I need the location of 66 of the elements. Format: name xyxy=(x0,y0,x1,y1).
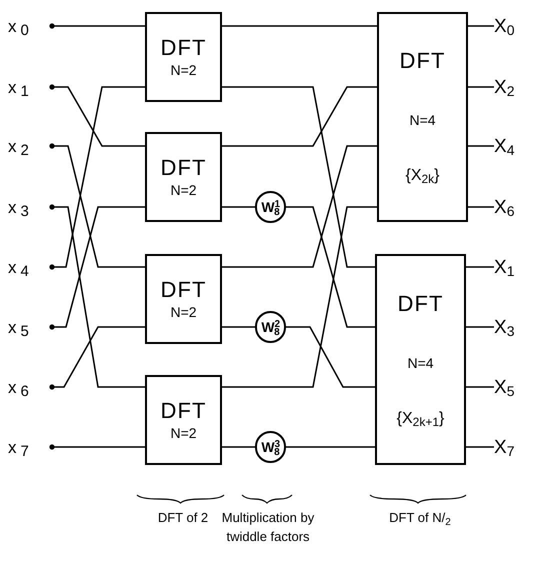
block-size: N=4 xyxy=(409,112,436,127)
dft-block xyxy=(145,254,222,344)
bracket-caption: DFT of 2 xyxy=(156,509,210,527)
input-label: x$_{2}$ xyxy=(8,138,29,154)
signal-line xyxy=(49,206,145,330)
signal-line xyxy=(222,326,255,328)
bracket-caption: DFT of N/$_{2}$ xyxy=(388,509,452,527)
signal-line xyxy=(222,206,255,208)
block-size: N=2 xyxy=(170,183,197,197)
signal-line xyxy=(222,86,375,268)
signal-line xyxy=(222,446,255,448)
output-label: X$_{1}$ xyxy=(494,258,514,276)
signal-line xyxy=(222,145,377,268)
output-label: X$_{6}$ xyxy=(494,198,514,216)
signal-line xyxy=(49,23,145,29)
output-label: X$_{2}$ xyxy=(494,78,514,96)
block-title: DFT xyxy=(397,292,444,314)
signal-line xyxy=(222,86,377,147)
input-label: x$_{3}$ xyxy=(8,198,29,216)
signal-line xyxy=(222,25,377,27)
bracket-caption: Multiplication by twiddle factors xyxy=(220,509,316,546)
output-label: X$_{4}$ xyxy=(494,136,514,156)
dft-block xyxy=(145,12,222,102)
signal-line xyxy=(286,446,375,448)
signal-line xyxy=(466,326,494,328)
signal-line xyxy=(49,326,145,390)
block-size: N=2 xyxy=(170,63,197,77)
signal-line xyxy=(222,206,377,388)
input-label: x$_{1}$ xyxy=(8,78,29,96)
signal-line xyxy=(49,143,145,268)
input-label: x$_{4}$ xyxy=(8,258,29,276)
signal-line xyxy=(468,25,494,27)
output-label: X$_{0}$ xyxy=(494,16,514,36)
dft-block xyxy=(145,375,222,465)
input-label: x$_{6}$ xyxy=(8,378,29,396)
signal-line xyxy=(468,145,494,147)
signal-line xyxy=(468,86,494,88)
signal-line xyxy=(468,206,494,208)
signal-line xyxy=(466,446,494,448)
block-size: N=4 xyxy=(407,356,434,370)
block-size: N=2 xyxy=(170,305,197,319)
input-label: x$_{0}$ xyxy=(8,18,29,34)
block-output-set: {X$_{2k}$} xyxy=(405,168,440,184)
input-label: x$_{5}$ xyxy=(8,318,29,336)
signal-line xyxy=(49,84,145,147)
output-label: X$_{3}$ xyxy=(494,318,514,336)
signal-line xyxy=(466,386,494,388)
output-label: X$_{7}$ xyxy=(494,438,514,456)
signal-line xyxy=(286,206,375,328)
block-title: DFT xyxy=(160,279,207,301)
dft-block xyxy=(377,12,468,222)
output-label: X$_{5}$ xyxy=(494,378,514,396)
block-title: DFT xyxy=(160,37,207,59)
block-size: N=2 xyxy=(170,426,197,440)
block-title: DFT xyxy=(160,400,207,422)
signal-line xyxy=(49,444,145,450)
block-title: DFT xyxy=(160,157,207,179)
dft-block xyxy=(145,132,222,222)
signal-line xyxy=(49,86,145,270)
input-label: x$_{7}$ xyxy=(8,438,29,456)
signal-line xyxy=(286,326,375,388)
signal-line xyxy=(49,204,145,388)
signal-line xyxy=(466,266,494,268)
block-title: DFT xyxy=(399,50,446,72)
dft-block xyxy=(375,254,466,465)
block-output-set: {X$_{2k+1}$} xyxy=(396,410,444,426)
